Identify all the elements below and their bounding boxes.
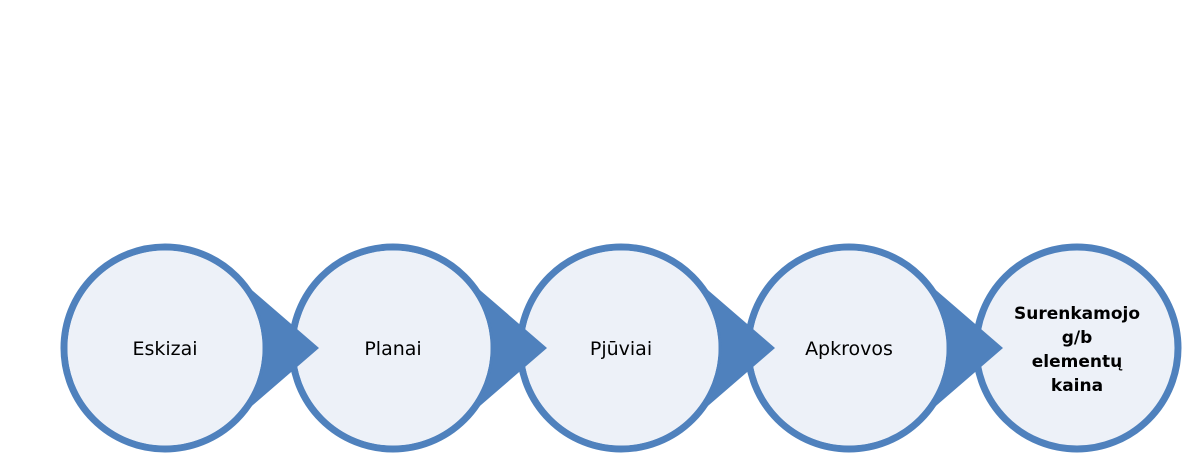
step-label-line: g/b [1062, 328, 1093, 348]
step-label: Eskizai [132, 338, 197, 360]
step-circle-inner [751, 250, 947, 446]
step-3: Pjūviai [516, 243, 726, 453]
arrow-right-icon [231, 272, 319, 424]
arrow-right-icon [915, 272, 1003, 424]
step-label-line: elementų [1032, 352, 1123, 372]
step-label-line: Surenkamojo [1014, 304, 1140, 324]
step-circle [972, 243, 1182, 453]
arrow-right-icon [687, 272, 775, 424]
step-circle-inner [523, 250, 719, 446]
step-label: Planai [364, 338, 421, 360]
step-label-line: Pjūviai [590, 338, 652, 360]
step-2: Planai [288, 243, 498, 453]
step-circle-inner [67, 250, 263, 446]
step-4: Apkrovos [744, 243, 954, 453]
arrow-right-icon [459, 272, 547, 424]
step-label: Pjūviai [590, 338, 652, 360]
step-label-line: Planai [364, 338, 421, 360]
step-label-line: kaina [1051, 376, 1103, 396]
step-label-line: Apkrovos [805, 338, 893, 360]
process-steps: Eskizai Planai Pjūviai Apkrovos Surenkamojo g… [60, 243, 1182, 453]
step-label: Apkrovos [805, 338, 893, 360]
step-circle-inner [295, 250, 491, 446]
step-5: Surenkamojo g/b elementų kaina [972, 243, 1182, 453]
step-label-line: Eskizai [132, 338, 197, 360]
step-1: Eskizai [60, 243, 270, 453]
step-label: Surenkamojo g/b elementų kaina [1014, 304, 1140, 396]
